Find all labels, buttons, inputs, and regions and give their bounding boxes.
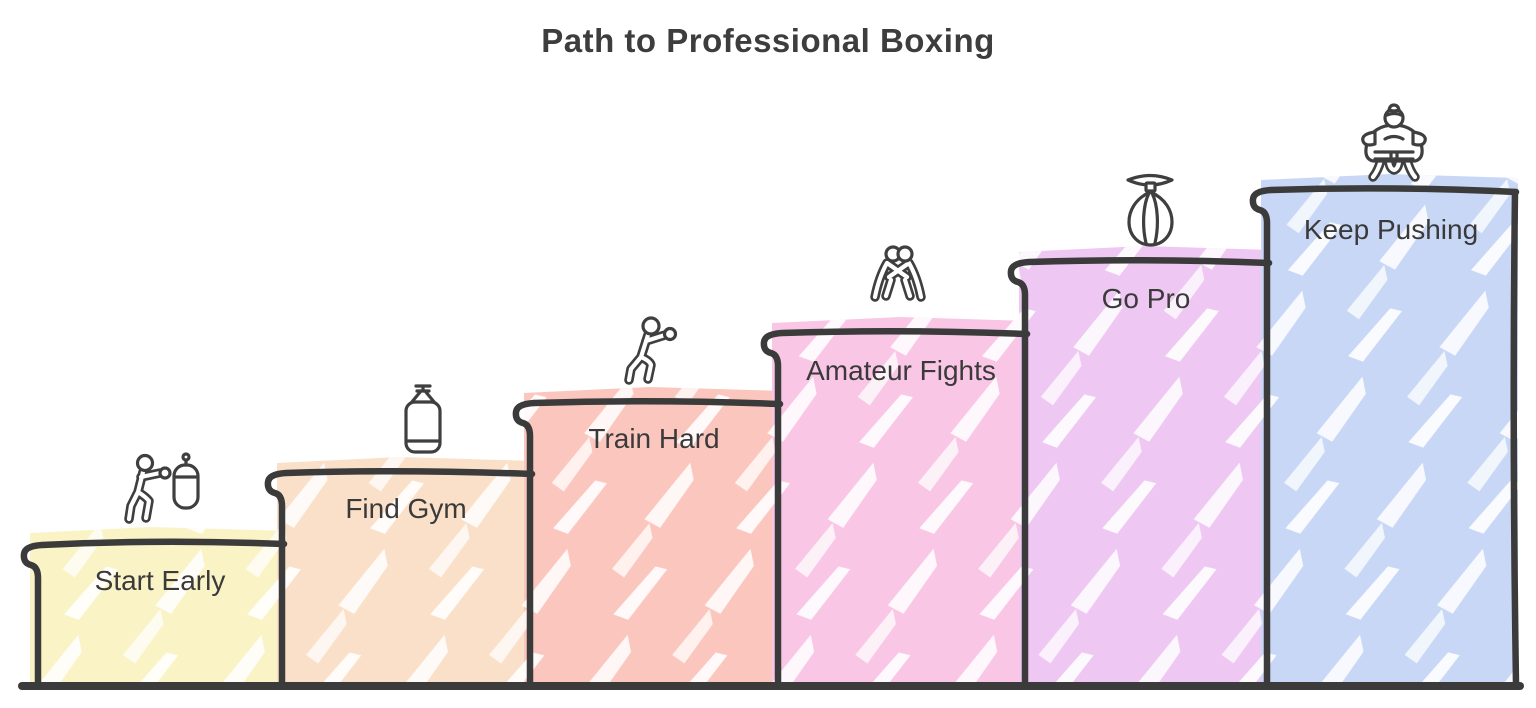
step-label-amateur-fights: Amateur Fights <box>806 355 996 386</box>
boxer-punching-bag-icon <box>124 452 200 524</box>
step-fill-texture <box>772 317 1030 684</box>
step-fill-texture <box>30 527 288 684</box>
step-labels: Start Early Find Gym Train Hard Amateur … <box>95 214 1479 596</box>
diagram-title: Path to Professional Boxing <box>541 22 995 59</box>
step-fill-texture <box>1019 246 1272 684</box>
step-outline-keep-pushing <box>1249 185 1520 687</box>
step-outlines <box>18 185 1524 690</box>
boxer-stance-icon <box>624 316 678 385</box>
step-fill-texture <box>524 387 783 684</box>
step-outline-train-hard <box>512 397 784 687</box>
step-label-find-gym: Find Gym <box>345 493 466 524</box>
step-fill-texture <box>1261 174 1518 684</box>
step-label-start-early: Start Early <box>95 565 226 596</box>
step-fills <box>30 174 1518 684</box>
heavy-bag-icon <box>404 384 442 454</box>
step-outline-find-gym <box>264 467 536 687</box>
sumo-champion-icon <box>1361 103 1427 182</box>
step-outline-amateur-fights <box>760 327 1031 687</box>
step-label-keep-pushing: Keep Pushing <box>1304 214 1478 245</box>
wrestlers-grappling-icon <box>870 245 926 302</box>
step-fill-texture <box>277 457 536 684</box>
step-label-train-hard: Train Hard <box>588 423 719 454</box>
speed-bag-icon <box>1126 173 1174 247</box>
step-label-go-pro: Go Pro <box>1102 283 1191 314</box>
step-outline-start-early <box>20 538 288 687</box>
step-outline-right-edge <box>1510 188 1520 687</box>
baseline <box>18 680 1524 690</box>
step-outline-go-pro <box>1007 256 1273 687</box>
